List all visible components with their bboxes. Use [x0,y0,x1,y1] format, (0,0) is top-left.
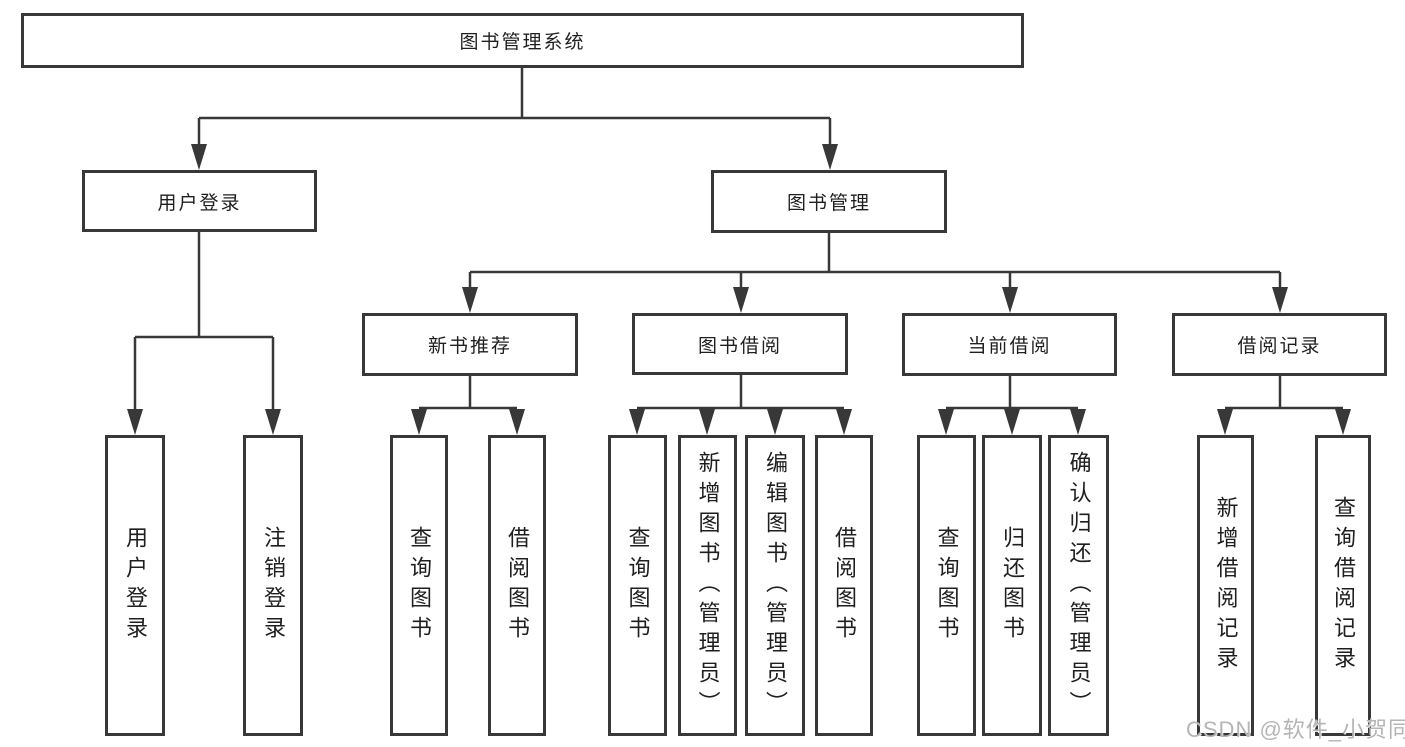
connector-borrowrecord-to-leaves [1225,376,1343,410]
arrow-down-icon [1002,287,1018,313]
connector-userlogin-to-leaves [133,232,275,414]
arrow-down-icon [822,144,838,170]
arrow-down-icon [1070,409,1086,435]
arrow-down-icon [629,409,645,435]
arrow-down-icon [462,287,478,313]
node-label: 用户登录 [157,192,242,214]
leaf-query-borrow-record: 查询借阅记录 [1315,435,1371,736]
arrow-down-icon [411,409,427,435]
node-borrowing-records: 借阅记录 [1172,313,1387,376]
leaf-user-login: 用户登录 [105,435,165,736]
node-label: 查询图书 [934,525,960,646]
node-label: 图书管理 [786,193,871,214]
leaf-edit-books-admin: 编辑图书（管理员） [745,435,805,736]
leaf-query-books: 查询图书 [608,435,667,736]
arrow-down-icon [733,287,749,313]
connector-bookmgmt-to-level3 [468,233,1282,292]
node-label: 借阅图书 [832,525,857,646]
arrow-down-icon [1335,409,1351,435]
arrow-down-icon [127,409,143,435]
node-label: 新书推荐 [427,336,512,357]
node-label: 查询借阅记录 [1331,495,1356,676]
arrow-down-icon [699,409,715,435]
node-label: 借阅记录 [1237,336,1322,357]
connector-newbook-to-leaves [419,376,517,410]
node-label: 新增图书（管理员） [695,450,721,721]
node-label: 新增借阅记录 [1213,495,1239,676]
connector-root-to-level2 [197,68,832,150]
node-new-book-recommend: 新书推荐 [362,313,578,376]
leaf-add-borrow-record: 新增借阅记录 [1197,435,1254,736]
arrow-down-icon [767,409,783,435]
leaf-borrow-books: 借阅图书 [815,435,873,736]
leaf-add-books-admin: 新增图书（管理员） [678,435,737,736]
arrow-down-icon [191,144,207,170]
node-label: 查询图书 [407,525,432,646]
node-label: 当前借阅 [967,336,1052,357]
node-book-borrowing: 图书借阅 [632,313,848,375]
node-label: 借阅图书 [505,525,530,646]
csdn-watermark: CSDN @软件_小贺同学 [1186,717,1405,742]
node-label: 确认归还（管理员） [1066,450,1092,721]
node-library-management-system: 图书管理系统 [21,13,1024,68]
node-label: 编辑图书（管理员） [763,450,788,721]
arrowheads [127,144,1351,435]
node-current-borrowing: 当前借阅 [902,313,1117,376]
node-label: 图书管理系统 [459,32,586,53]
node-user-login: 用户登录 [82,170,317,232]
leaf-return-books: 归还图书 [982,435,1042,736]
node-label: 用户登录 [123,525,148,646]
arrow-down-icon [938,409,954,435]
leaf-borrow-books: 借阅图书 [488,435,546,736]
connector-bookborrow-to-leaves [637,375,844,414]
connector-currentborrow-to-leaves [946,376,1078,414]
node-label: 注销登录 [261,525,286,646]
leaf-query-books: 查询图书 [917,435,976,736]
leaf-query-books: 查询图书 [390,435,448,736]
arrow-down-icon [836,409,852,435]
arrow-down-icon [1004,409,1020,435]
arrow-down-icon [509,409,525,435]
leaf-confirm-return-admin: 确认归还（管理员） [1048,435,1109,736]
node-book-management: 图书管理 [711,170,947,233]
node-label: 归还图书 [1000,525,1025,646]
node-label: 图书借阅 [697,335,782,357]
arrow-down-icon [1272,287,1288,313]
arrow-down-icon [265,409,281,435]
arrow-down-icon [1217,409,1233,435]
node-label: 查询图书 [625,525,651,646]
leaf-logout: 注销登录 [243,435,303,736]
